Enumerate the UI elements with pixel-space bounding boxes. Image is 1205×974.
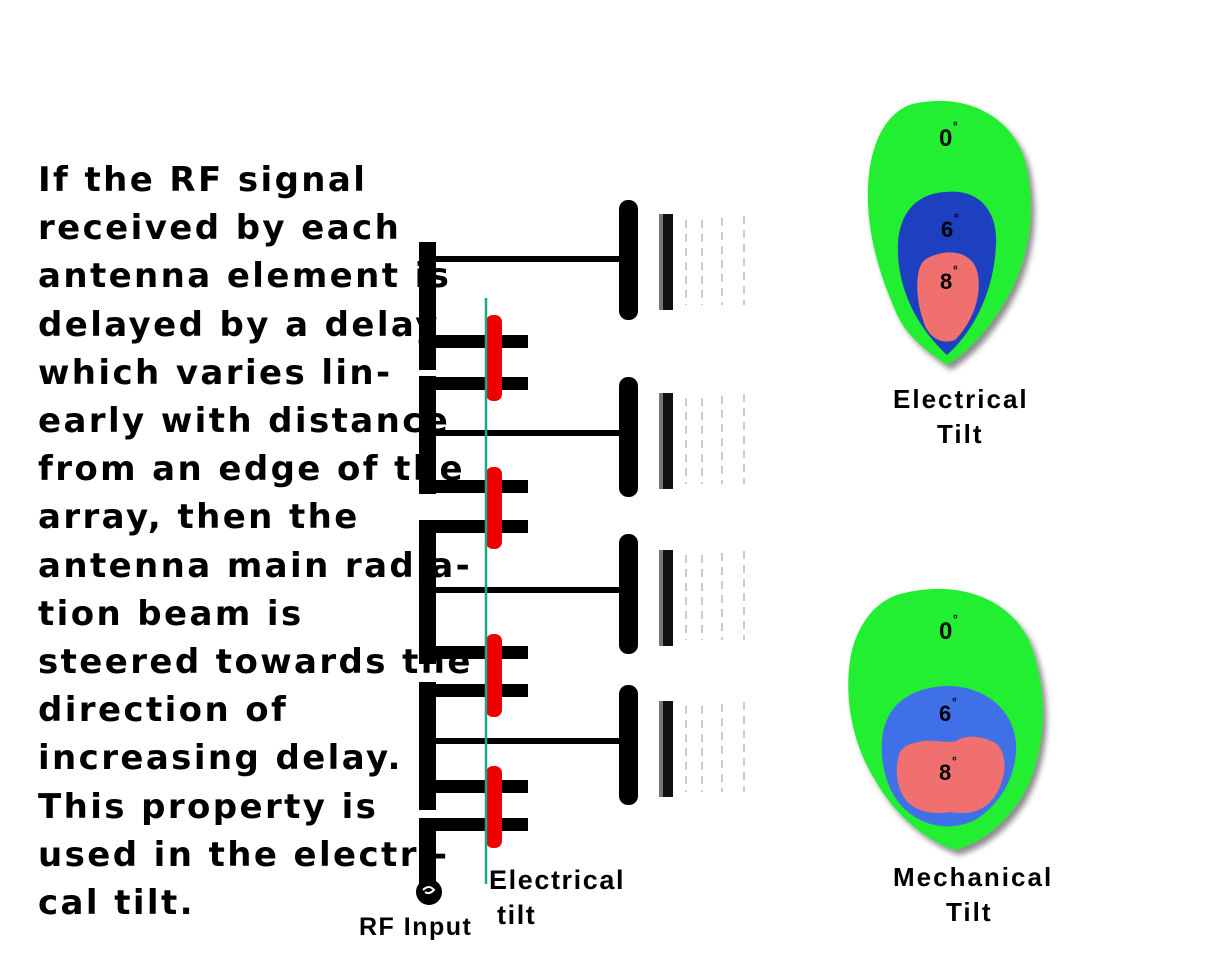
description-line: cal tilt. [38,883,195,924]
feed-trunk [419,376,436,494]
electrical-level-8-degree: ° [953,263,958,277]
reflector [659,550,663,646]
feed-trunk [419,818,436,888]
description-line: which varies lin- [38,352,393,393]
electrical-tilt-label: Electrical [489,865,625,895]
mechanical-tilt-title: Tilt [946,897,993,927]
feed-arm [430,818,528,831]
antenna-element [619,534,638,654]
feed-arm [430,520,528,533]
mechanical-level-0-degree: ° [953,612,958,626]
reflectors [659,214,673,797]
description-line: steered towards the [38,642,473,683]
description-line: increasing delay. [38,738,403,779]
description-line: early with distance [38,401,451,442]
element-feed-line [430,587,625,593]
element-feed-line [430,256,625,262]
delay-element [486,467,502,549]
mechanical-level-8-label: 8 [939,760,951,785]
delay-element [486,634,502,717]
electrical-level-0-degree: ° [953,119,958,133]
electrical-tilt-title: Tilt [937,419,984,449]
description-line: received by each [38,208,402,249]
pattern-lobe-8 [917,252,979,342]
feed-arm [430,684,528,697]
reflector [659,701,663,797]
description-line: tion beam is [38,593,304,634]
description-line: direction of [38,690,289,731]
feed-arm [430,335,528,348]
electrical-level-6-degree: ° [954,211,959,225]
mechanical-level-0-label: 0 [939,618,952,645]
description-line: from an edge of the [38,449,465,490]
description-line: antenna main radia- [38,545,473,586]
feed-stub [419,242,435,252]
reflector [659,214,663,310]
electrical-tilt-title: Electrical [893,384,1029,414]
rf-input-connector [416,879,442,905]
mechanical-level-6-degree: ° [952,695,957,709]
pattern-lobe-8 [896,736,1005,814]
antenna-element [619,377,638,497]
rf-input-label: RF Input [359,913,472,941]
mechanical-tilt-title: Mechanical [893,862,1053,892]
delay-element [486,766,502,848]
description-line: If the RF signal [38,160,368,200]
delay-element [486,315,502,401]
electrical-level-8-label: 8 [940,269,952,294]
element-feed-line [430,738,625,744]
antenna-element [619,685,638,805]
antenna-element [619,200,638,320]
electrical-level-0-label: 0 [939,125,952,152]
feed-arm [430,780,528,793]
description-line: antenna element is [38,256,452,297]
radiation-lines [685,216,745,792]
feed-arm [430,377,528,390]
mechanical-tilt-pattern [848,588,1043,850]
mechanical-level-6-label: 6 [939,701,951,726]
feed-network [416,200,638,905]
feed-trunk [419,520,436,664]
electrical-tilt-pattern [867,100,1031,366]
description-line: array, then the [38,497,360,538]
reflector [659,393,663,489]
electrical-level-6-label: 6 [941,217,953,242]
delay-elements [486,315,502,848]
description-line: This property is [38,786,379,827]
feed-arm [430,480,528,493]
feed-trunk [419,682,436,810]
description-text: If the RF signal received by each antenn… [38,156,473,927]
rf-input-connector-mark [422,886,436,895]
mechanical-level-8-degree: ° [952,754,957,768]
electrical-tilt-label: tilt [497,900,536,930]
description-line: used in the electri- [38,834,450,875]
description-line: delayed by a delay [38,304,440,345]
element-feed-line [430,430,625,436]
feed-arm [430,646,528,659]
